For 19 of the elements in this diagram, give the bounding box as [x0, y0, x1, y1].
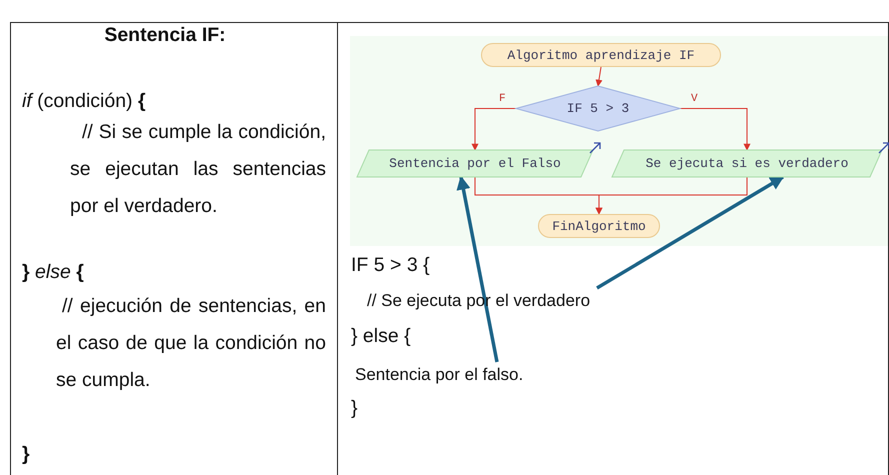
code-comment: // Si se cumple la condición, se ejecutan las sentencias por el verdadero.	[70, 120, 326, 219]
flow-arrow	[596, 176, 748, 215]
code-line: }	[351, 396, 359, 421]
code-line: Sentencia por el falso.	[355, 362, 560, 388]
flow-arrow	[472, 108, 516, 151]
code-line: }	[22, 442, 31, 467]
pointer-arrow	[596, 176, 784, 290]
code-comment: // ejecución de sentencias, en el caso de que la condición no se cumpla.	[56, 294, 326, 393]
flow-arrow	[680, 108, 750, 151]
code-line: } else {	[22, 260, 85, 285]
flow-arrow	[596, 66, 602, 87]
end-terminal: FinAlgoritmo	[538, 214, 660, 238]
code-line: if (condición) {	[22, 89, 147, 114]
pointer-arrow	[456, 176, 499, 362]
code-line: } else {	[351, 324, 412, 349]
decision-diamond: IF 5 > 3	[516, 86, 680, 131]
start-terminal: Algoritmo aprendizaje IF	[481, 43, 721, 67]
table-heading: Sentencia IF:	[103, 24, 227, 46]
code-line: IF 5 > 3 {	[351, 253, 431, 278]
